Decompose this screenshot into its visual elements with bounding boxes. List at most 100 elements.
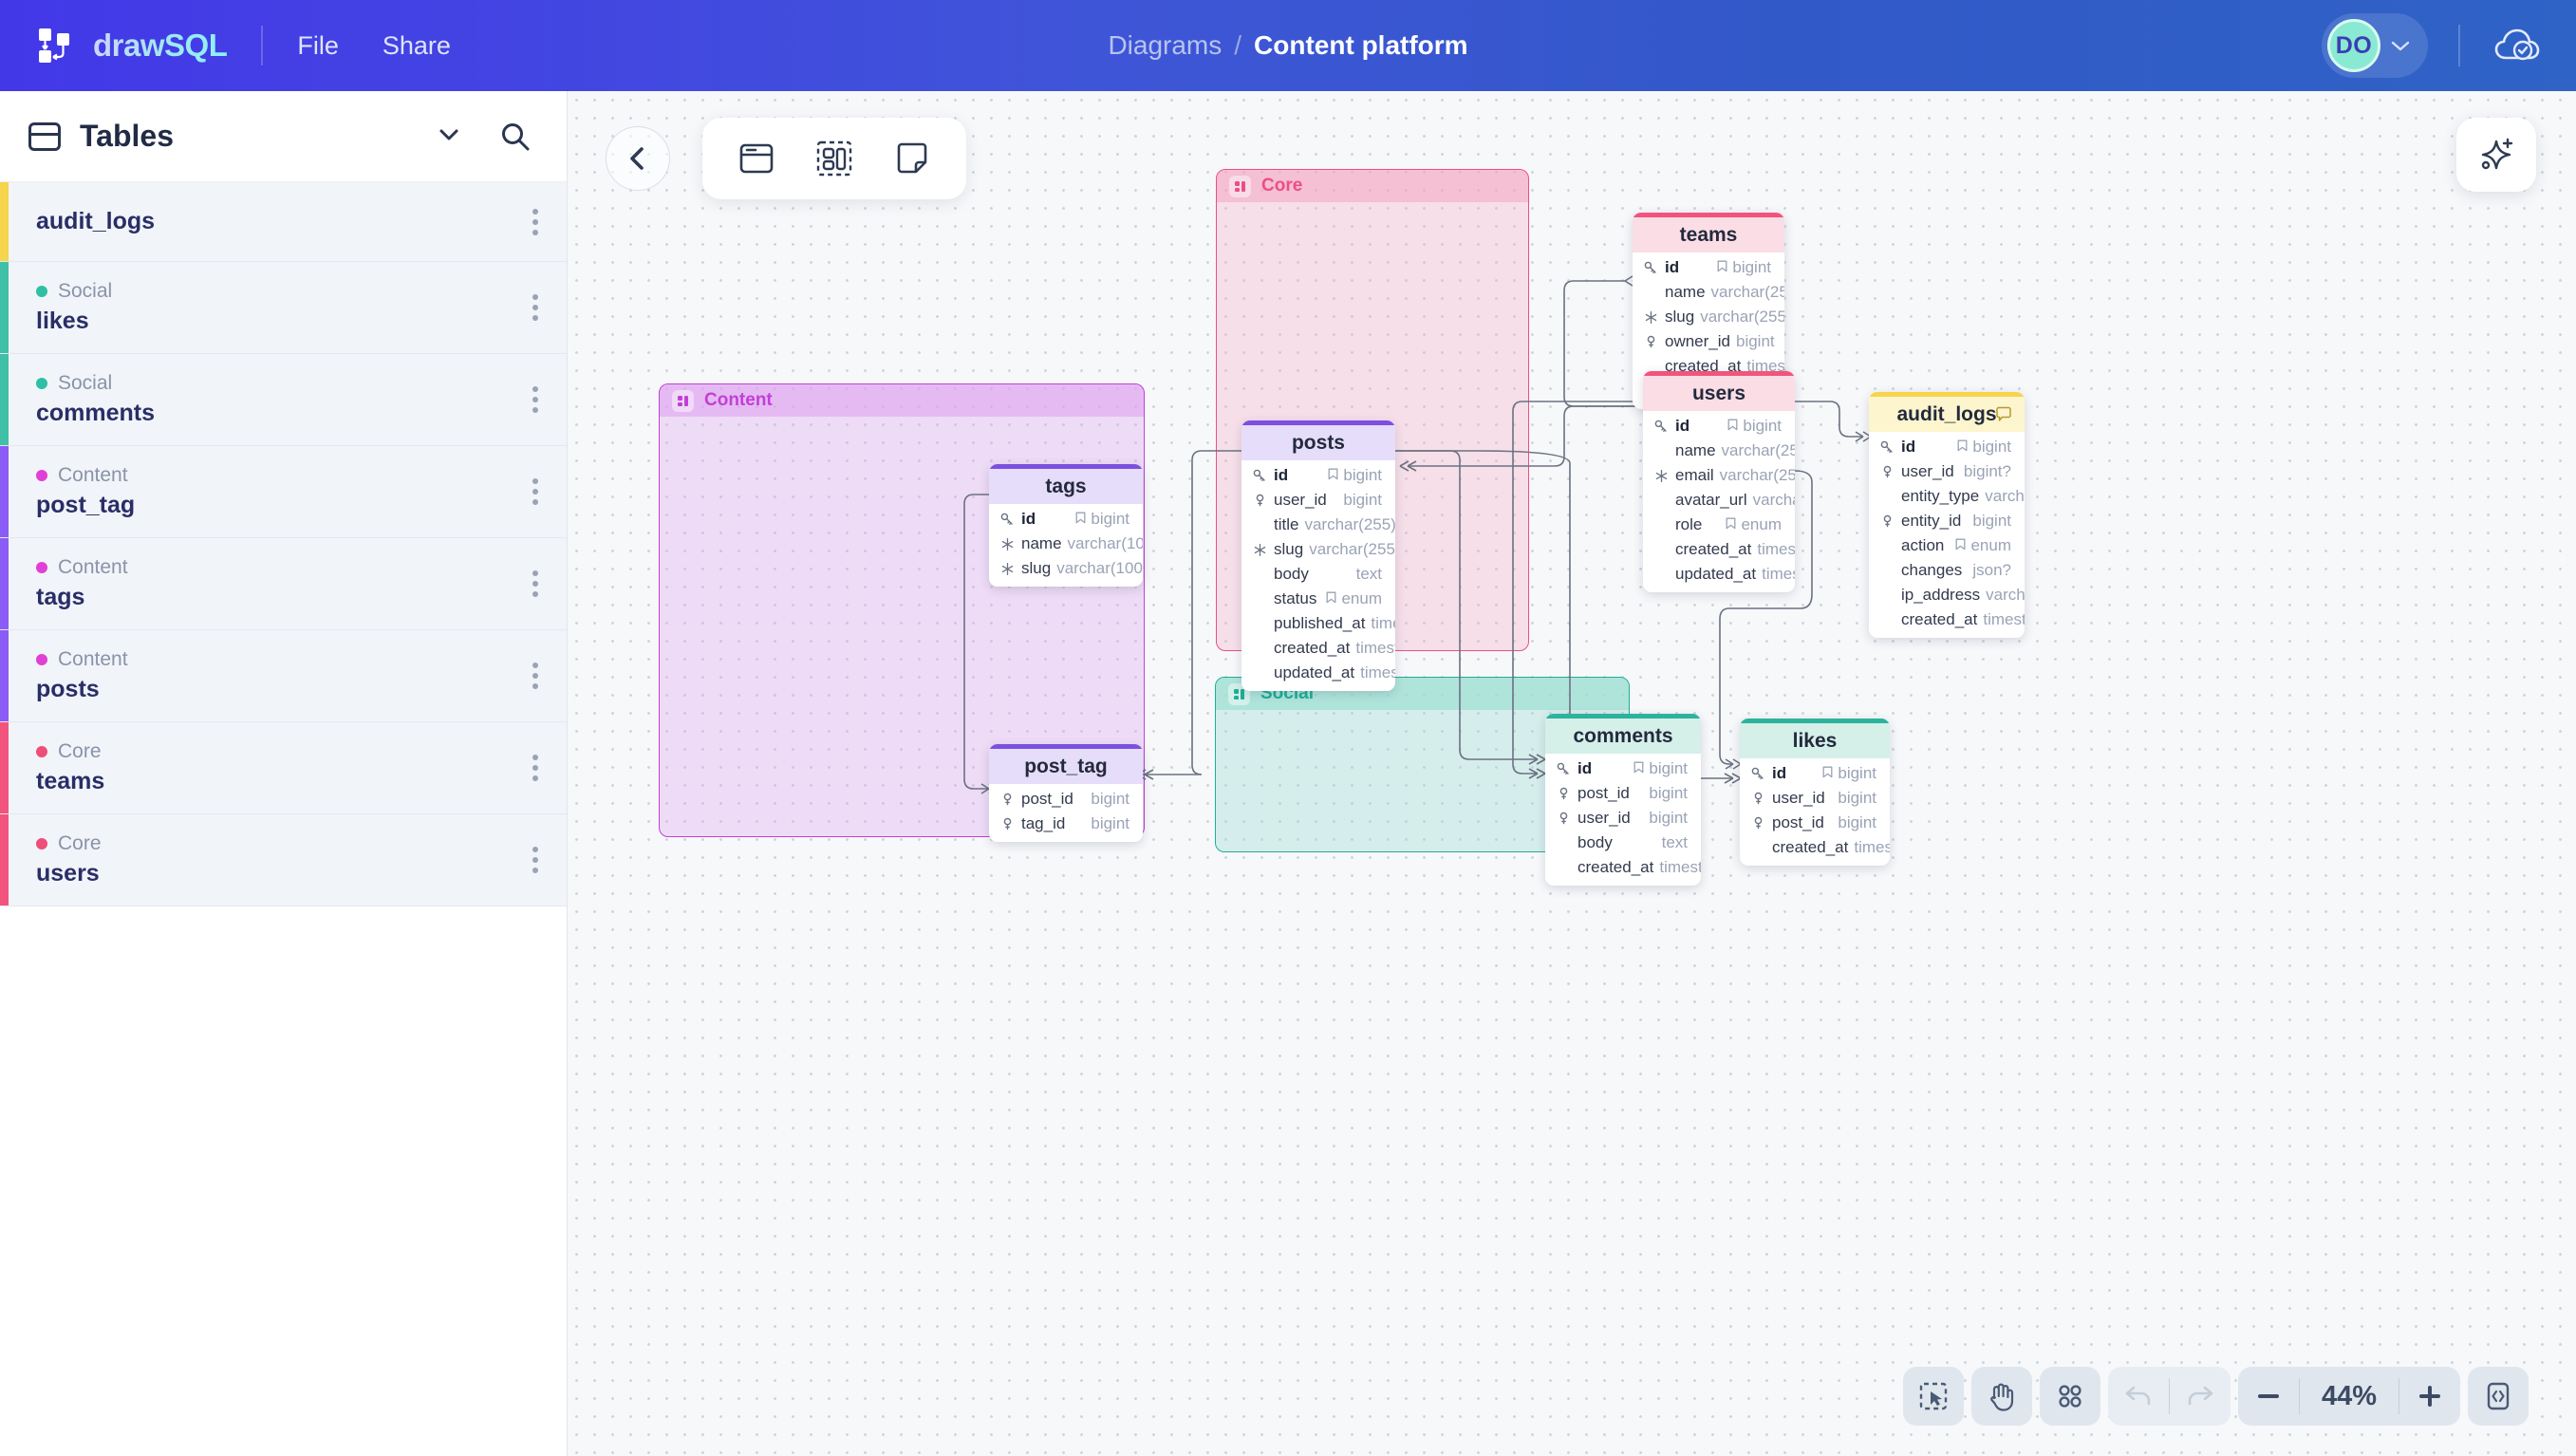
sparkle-ai-icon[interactable] [2456,118,2536,192]
brand[interactable]: drawSQL [0,25,228,66]
table-header[interactable]: users [1643,376,1795,411]
column-row[interactable]: avatar_urlvarchar(500)? [1643,488,1795,513]
column-row[interactable]: updated_attimestamp? [1643,562,1795,587]
chevron-left-icon[interactable] [606,126,670,191]
sidebar-item-menu-icon[interactable] [532,294,538,321]
sidebar-item-menu-icon[interactable] [532,570,538,597]
table-header[interactable]: teams [1633,217,1784,252]
column-row[interactable]: created_attimestamp? [1633,354,1784,379]
search-icon[interactable] [496,118,534,156]
table-header[interactable]: comments [1545,719,1701,754]
sidebar-item-menu-icon[interactable] [532,847,538,873]
new-note-icon[interactable] [879,128,945,189]
redo-icon[interactable] [2170,1367,2231,1426]
table-header[interactable]: post_tag [989,749,1143,784]
table-tags[interactable]: tags idbigintnamevarchar(100)slugvarchar(… [989,464,1143,587]
column-row[interactable]: created_attimestamp? [1241,636,1395,661]
sidebar-item-audit_logs[interactable]: audit_logs [0,182,567,262]
column-row[interactable]: ip_addressvarchar(45)? [1869,583,2025,607]
fk-key-icon [1556,812,1572,826]
breadcrumb-parent[interactable]: Diagrams [1108,30,1223,60]
zoom-level[interactable]: 44% [2321,1380,2378,1411]
new-group-icon[interactable] [801,128,868,189]
select-tool-icon[interactable] [1903,1367,1964,1426]
sidebar-item-menu-icon[interactable] [532,755,538,781]
column-row[interactable]: entity_typevarchar(50) [1869,484,2025,509]
table-users[interactable]: users idbigintnamevarchar(255)emailvarcha… [1643,371,1795,592]
table-header[interactable]: audit_logs [1869,397,2025,432]
column-row[interactable]: created_attimestamp? [1869,607,2025,632]
column-row[interactable]: created_attimestamp? [1545,855,1701,880]
account-menu[interactable]: DO [2322,13,2428,78]
grid-tool-icon[interactable] [2040,1367,2100,1426]
menu-file[interactable]: File [297,30,339,60]
column-row[interactable]: updated_attimestamp? [1241,661,1395,685]
column-row[interactable]: created_attimestamp? [1643,537,1795,562]
table-header[interactable]: posts [1241,425,1395,460]
new-table-icon[interactable] [723,128,790,189]
minus-icon[interactable] [2238,1367,2299,1426]
column-row[interactable]: created_attimestamp? [1740,835,1890,860]
note-icon[interactable] [1995,406,2012,422]
table-header[interactable]: tags [989,469,1143,504]
column-row[interactable]: published_attimestamp? [1241,611,1395,636]
sidebar-item-menu-icon[interactable] [532,663,538,689]
sidebar-item-menu-icon[interactable] [532,208,538,235]
cloud-check-icon[interactable] [2491,19,2544,72]
collapse-icon[interactable] [430,118,468,156]
undo-icon[interactable] [2108,1367,2169,1426]
code-icon[interactable] [2468,1367,2529,1426]
breadcrumb-current[interactable]: Content platform [1254,30,1468,60]
table-header[interactable]: likes [1740,723,1890,758]
menu-share[interactable]: Share [382,30,451,60]
sidebar-item-menu-icon[interactable] [532,478,538,505]
sidebar-item-menu-icon[interactable] [532,386,538,413]
hand-tool-icon[interactable] [1971,1367,2032,1426]
plus-icon[interactable] [2399,1367,2460,1426]
